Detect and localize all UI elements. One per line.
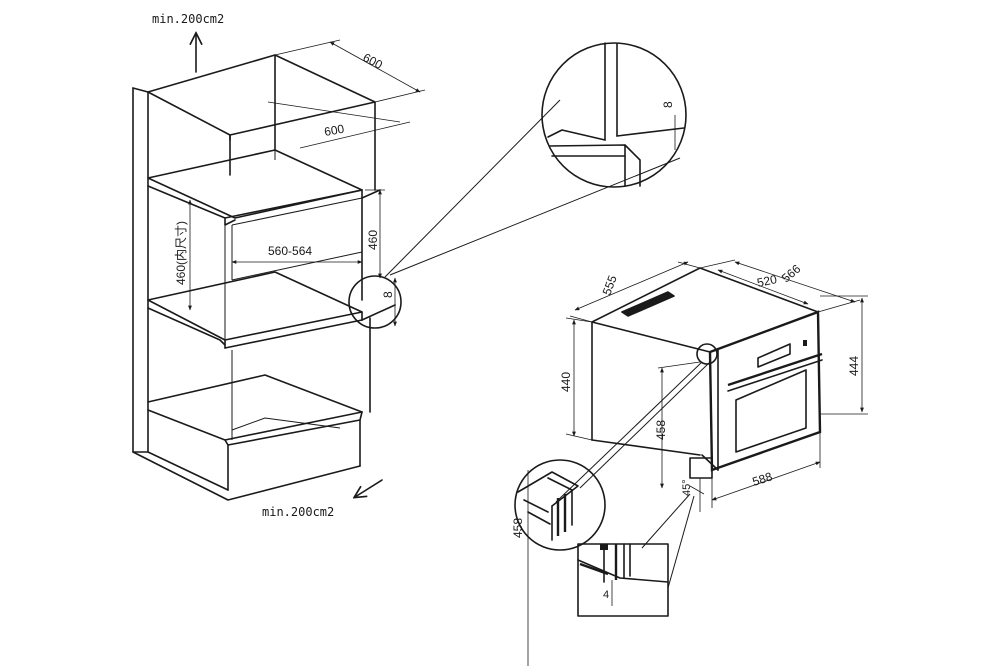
- oven-front: [689, 310, 823, 479]
- cabinet-drawing: min.200cm2 min.200cm2 600 600 460(内尺寸): [132, 12, 681, 519]
- detail-box-label: 4: [603, 589, 609, 601]
- dim-gap-label: 8: [381, 291, 395, 298]
- vent-top: min.200cm2: [152, 12, 224, 73]
- dim-oven-depth-top: 555: [569, 261, 701, 323]
- dim-width: 560-564: [231, 244, 363, 264]
- dim-depth-outer-label: 600: [361, 50, 386, 72]
- dim-oven-angle-label: 45°: [681, 479, 693, 496]
- dim-height-inner: 460(内尺寸): [174, 199, 192, 311]
- detail-bottom-left-label: 458: [511, 518, 525, 538]
- dim-depth-outer: 600: [274, 39, 426, 103]
- dim-depth-inner-label: 600: [323, 122, 345, 139]
- dim-oven-angle: 45°: [681, 478, 705, 512]
- dim-oven-height-right-label: 444: [847, 356, 861, 376]
- dim-oven-height-front: 458: [654, 361, 701, 489]
- dim-oven-height-front-label: 458: [654, 420, 668, 440]
- dim-oven-height-left-label: 440: [559, 372, 573, 392]
- detail-gap-label: 8: [661, 101, 675, 108]
- dim-width-label: 560-564: [268, 244, 312, 258]
- dim-depth-inner: 600: [267, 101, 411, 149]
- dim-oven-depth-top-label: 555: [600, 273, 620, 297]
- dim-oven-width: 566: [699, 259, 861, 313]
- dim-oven-depth-inner-label: 520: [756, 272, 779, 290]
- dim-oven-depth-bottom-label: 588: [751, 469, 775, 489]
- dim-oven-height-left: 440: [559, 317, 593, 441]
- cabinet-lower-shelf: [147, 271, 396, 349]
- dim-height-inner-label: 460(内尺寸): [174, 221, 188, 285]
- oven-drawing: 555 520 566 440 458 444: [555, 259, 868, 589]
- vent-bottom: min.200cm2: [262, 479, 383, 519]
- detail-circle-top: 8: [541, 42, 687, 188]
- dim-oven-width-label: 566: [779, 261, 804, 285]
- cabinet-lower-compartment: [147, 317, 371, 491]
- detail-circle-bottom: 458: [511, 459, 606, 666]
- cabinet-detail-marker: 8: [348, 99, 681, 329]
- dim-height-side-label: 460: [366, 230, 380, 250]
- vent-bottom-label: min.200cm2: [262, 505, 334, 519]
- vent-top-label: min.200cm2: [152, 12, 224, 26]
- dim-oven-depth-bottom: 588: [711, 432, 821, 508]
- detail-box: 4: [577, 543, 669, 617]
- oven-handle[interactable]: [727, 352, 823, 392]
- oven-detail-marker: [555, 343, 718, 589]
- oven-body: [591, 267, 819, 456]
- dim-height-side: 460: [365, 189, 385, 279]
- cabinet-opening: [224, 150, 363, 340]
- cabinet-upper-shelf: [147, 149, 381, 226]
- cabinet-side-panel: [132, 87, 361, 501]
- dim-oven-height-right: 444: [820, 295, 868, 415]
